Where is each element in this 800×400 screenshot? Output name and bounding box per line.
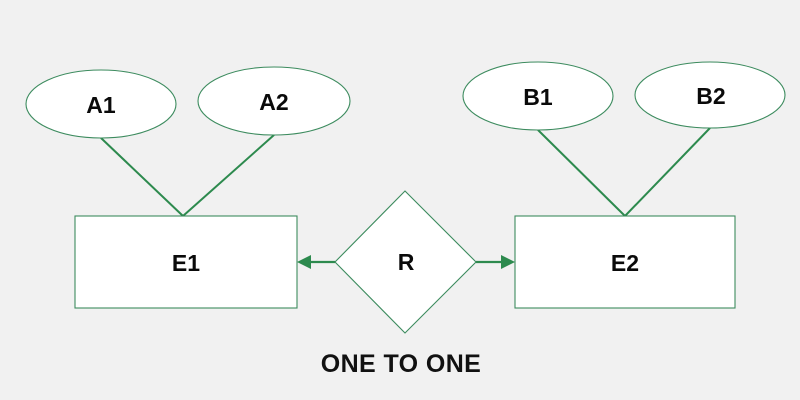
arrow-head-left-icon — [297, 255, 311, 269]
entity-e2[interactable]: E2 — [514, 215, 736, 309]
relationship-r-label: R — [398, 249, 415, 275]
entity-e2-box[interactable] — [514, 215, 736, 309]
attribute-a2[interactable]: A2 — [197, 66, 351, 136]
attribute-b2-label: B2 — [696, 83, 725, 109]
connector-b1-e2 — [537, 129, 626, 217]
attribute-a2-label: A2 — [259, 89, 288, 115]
entity-e1-box[interactable] — [74, 215, 298, 309]
entity-e1-label: E1 — [172, 250, 200, 276]
diagram-caption: ONE TO ONE — [321, 350, 482, 378]
entity-e1[interactable]: E1 — [74, 215, 298, 309]
connector-a2-e1 — [182, 134, 275, 217]
attribute-a1[interactable]: A1 — [25, 69, 177, 139]
connector-a1-e1 — [100, 137, 184, 217]
arrow-head-right-icon — [501, 255, 515, 269]
attribute-b1-ellipse[interactable] — [462, 61, 614, 131]
connector-b2-e2 — [624, 127, 711, 217]
attribute-b2[interactable]: B2 — [634, 61, 786, 129]
relationship-link-r-e2 — [476, 255, 515, 269]
attribute-b1[interactable]: B1 — [462, 61, 614, 131]
entity-e2-label: E2 — [611, 250, 639, 276]
attribute-a1-ellipse[interactable] — [25, 69, 177, 139]
relationship-r[interactable]: R — [334, 190, 477, 334]
attribute-a2-ellipse[interactable] — [197, 66, 351, 136]
relationship-r-diamond[interactable] — [334, 190, 477, 334]
attribute-a1-label: A1 — [86, 92, 116, 118]
relationship-link-r-e1 — [297, 255, 335, 269]
attribute-b1-label: B1 — [523, 84, 553, 110]
attribute-b2-ellipse[interactable] — [634, 61, 786, 129]
